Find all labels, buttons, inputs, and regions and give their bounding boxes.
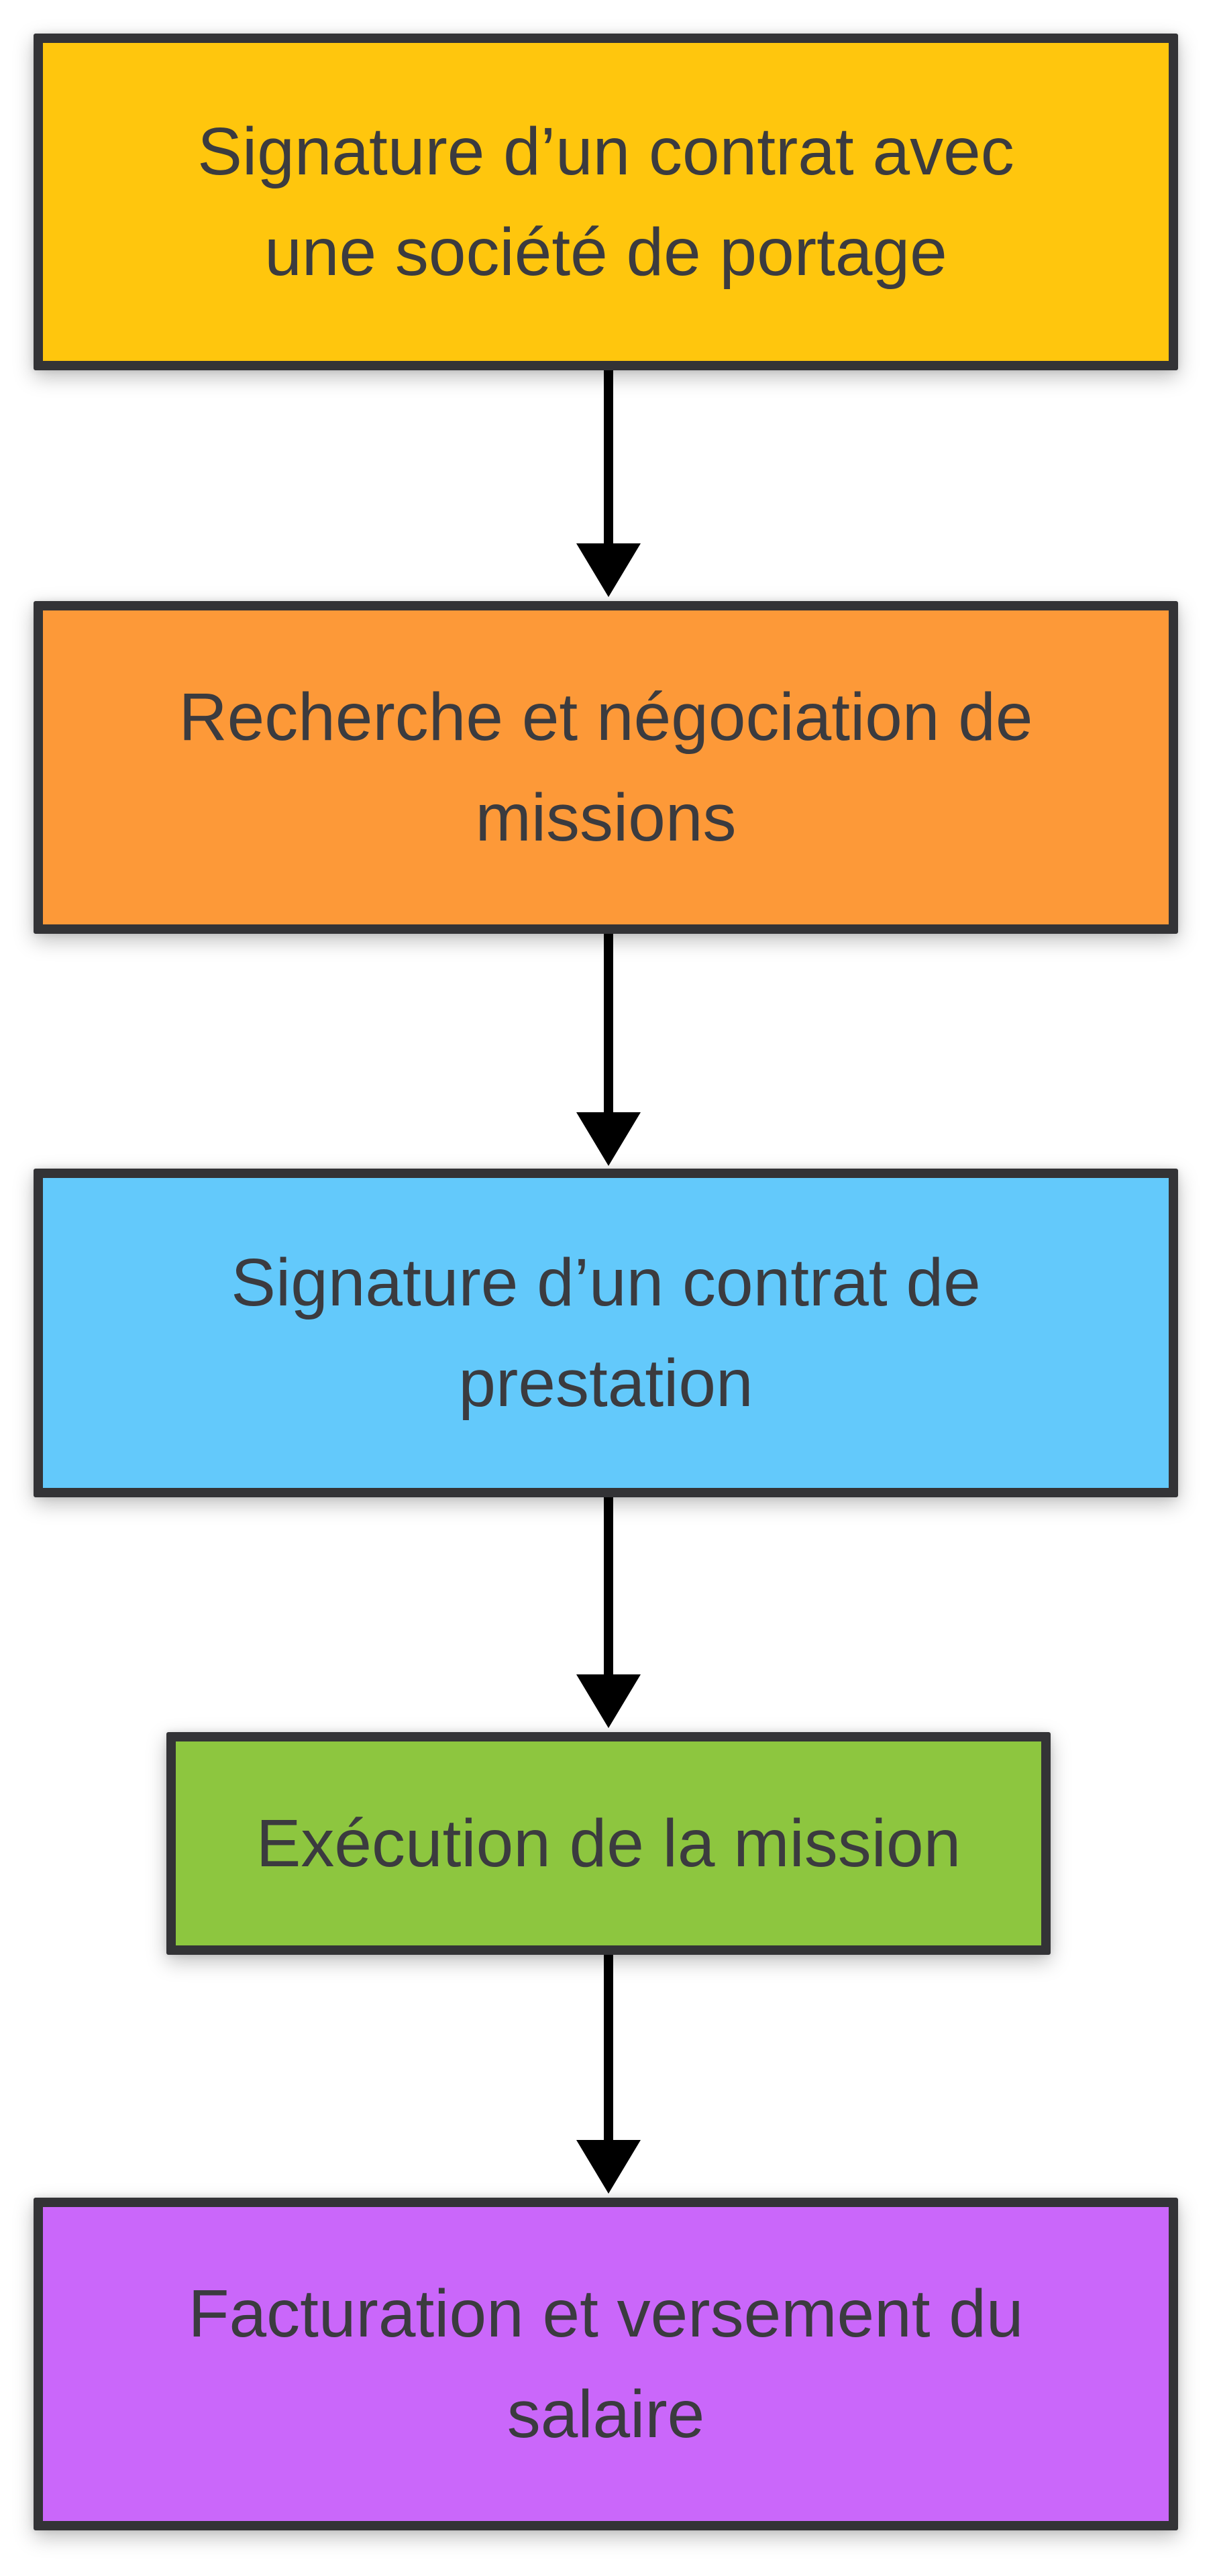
step-label-line: Signature d’un contrat avec [197, 114, 1014, 189]
down-arrow-4 [576, 1955, 641, 2194]
down-arrow-1 [576, 370, 641, 597]
step-label-line: missions [475, 780, 737, 855]
step-box-facturation-versement-salaire: Facturation et versement du salaire [34, 2198, 1178, 2530]
step-label-line: une société de portage [264, 215, 947, 290]
step-box-execution-mission: Exécution de la mission [166, 1732, 1051, 1955]
arrow-stem [604, 1955, 613, 2140]
step-label-line: Facturation et versement du [188, 2276, 1024, 2351]
step-label-line: Exécution de la mission [256, 1806, 961, 1881]
arrow-head-icon [576, 543, 641, 597]
arrow-head-icon [576, 1112, 641, 1166]
arrow-head-icon [576, 1674, 641, 1728]
step-label-line: Recherche et négociation de [178, 680, 1033, 755]
step-box-signature-contrat-prestation: Signature d’un contrat de prestation [34, 1169, 1178, 1497]
step-box-recherche-negociation: Recherche et négociation de missions [34, 601, 1178, 934]
arrow-stem [604, 934, 613, 1112]
step-label-line: prestation [458, 1346, 753, 1421]
step-label-line: salaire [507, 2377, 705, 2452]
step-box-signature-contrat-portage: Signature d’un contrat avec une société … [34, 34, 1178, 370]
arrow-stem [604, 1497, 613, 1674]
step-label-line: Signature d’un contrat de [231, 1245, 981, 1320]
arrow-stem [604, 370, 613, 543]
down-arrow-3 [576, 1497, 641, 1728]
down-arrow-2 [576, 934, 641, 1166]
arrow-head-icon [576, 2140, 641, 2194]
